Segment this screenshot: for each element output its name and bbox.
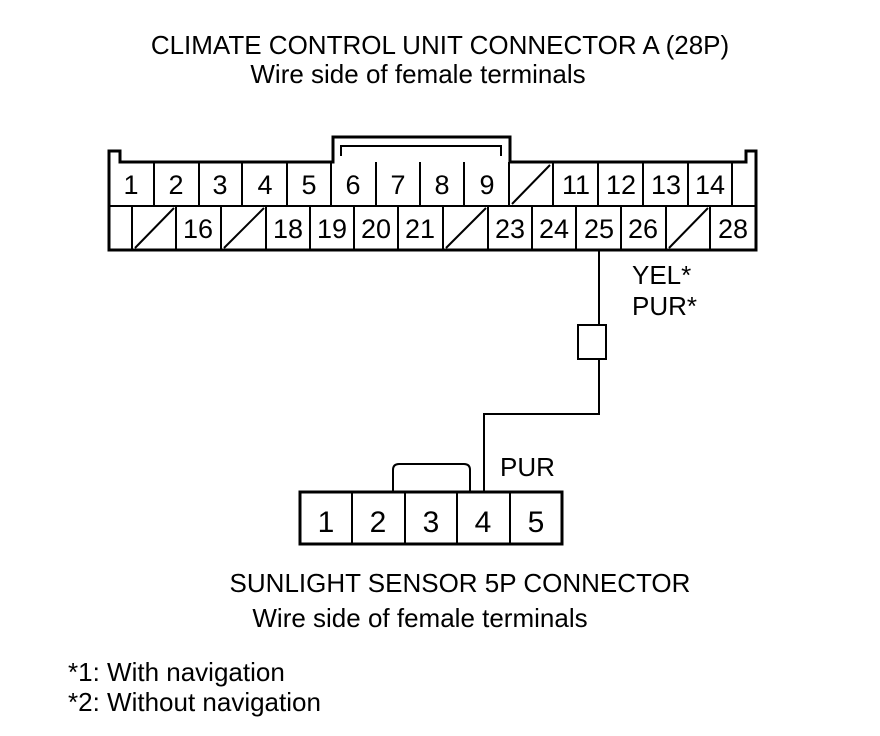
pin-label: 12 [606, 170, 636, 200]
wire-color-label-yel: YEL* [632, 260, 691, 290]
sensor-connector-title: SUNLIGHT SENSOR 5P CONNECTOR [230, 568, 691, 598]
pin-label: 13 [651, 170, 681, 200]
pin-label: 16 [183, 214, 213, 244]
wire-junction-connector [577, 324, 607, 360]
footnote-without-navigation: *2: Without navigation [68, 687, 321, 717]
pin-label: 1 [318, 506, 335, 539]
wire-segment-lower [483, 359, 600, 492]
empty-cavity-marks [134, 164, 709, 249]
connector-a-outline [107, 135, 758, 252]
wire-color-label-pur-alt: PUR* [632, 291, 697, 321]
sensor-connector-labels: 1 2 3 4 5 [318, 506, 545, 539]
row1-dividers [153, 162, 733, 206]
row2-dividers [131, 206, 711, 250]
pin-label: 3 [423, 506, 440, 539]
pin-label: 2 [168, 170, 183, 200]
connector-a-lock-tab [340, 145, 502, 156]
pin-label: 18 [273, 214, 303, 244]
sensor-connector-outline [298, 490, 564, 546]
pin-label: 26 [628, 214, 658, 244]
pin-label: 25 [584, 214, 614, 244]
sensor-connector-lock-tab [392, 463, 471, 492]
wire-path [483, 250, 607, 492]
pin-label: 1 [123, 170, 138, 200]
connector-a-row1-labels: 1 2 3 4 5 6 7 8 9 11 12 13 14 [123, 170, 725, 200]
footnote-with-navigation: *1: With navigation [68, 657, 285, 687]
pin-label: 20 [361, 214, 391, 244]
pin-label: 7 [390, 170, 405, 200]
sensor-connector [298, 463, 564, 546]
pin-label: 2 [370, 506, 387, 539]
connector-a-subtitle: Wire side of female terminals [250, 59, 585, 89]
pin-label: 5 [301, 170, 316, 200]
pin-label: 14 [695, 170, 725, 200]
wire-color-label-pur: PUR [500, 452, 555, 482]
pin-label: 19 [317, 214, 347, 244]
pin-label: 4 [475, 506, 492, 539]
pin-label: 11 [562, 170, 590, 200]
pin-label: 8 [434, 170, 449, 200]
pin-label: 28 [718, 214, 748, 244]
pin-label: 5 [528, 506, 545, 539]
pin-label: 4 [257, 170, 272, 200]
sensor-connector-subtitle: Wire side of female terminals [252, 603, 587, 633]
pin-label: 6 [345, 170, 360, 200]
pin-label: 24 [539, 214, 569, 244]
pin-label: 3 [212, 170, 227, 200]
connector-a-row2-labels: 16 18 19 20 21 23 24 25 26 28 [183, 214, 748, 244]
connector-a [107, 135, 758, 252]
pin-label: 21 [405, 214, 435, 244]
pin-label: 23 [495, 214, 525, 244]
connector-a-title: CLIMATE CONTROL UNIT CONNECTOR A (28P) [151, 30, 729, 60]
pin-label: 9 [479, 170, 494, 200]
